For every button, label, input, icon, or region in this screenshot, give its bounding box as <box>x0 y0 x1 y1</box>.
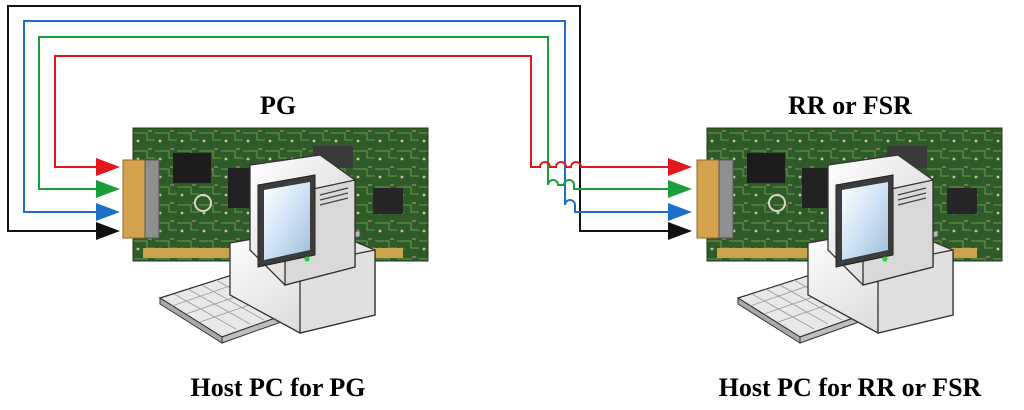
arrow-green-right <box>668 180 692 198</box>
cable-loop <box>7 5 676 232</box>
cable-black <box>7 5 676 232</box>
receiver-card-label: RR or FSR <box>788 91 912 120</box>
pg-card-label: PG <box>260 91 296 120</box>
arrow-black-right <box>668 222 692 240</box>
arrow-black-left <box>96 222 120 240</box>
arrowheads <box>96 158 692 240</box>
arrow-blue-right <box>668 203 692 221</box>
arrow-red-left <box>96 158 120 176</box>
arrow-green-left <box>96 180 120 198</box>
cable-green <box>38 36 676 190</box>
host-pc-pg-label: Host PC for PG <box>191 373 366 402</box>
host-pc-receiver-label: Host PC for RR or FSR <box>719 373 982 402</box>
arrow-red-right <box>668 158 692 176</box>
cable-blue <box>23 20 676 213</box>
cable-red <box>54 55 676 168</box>
arrow-blue-left <box>96 203 120 221</box>
